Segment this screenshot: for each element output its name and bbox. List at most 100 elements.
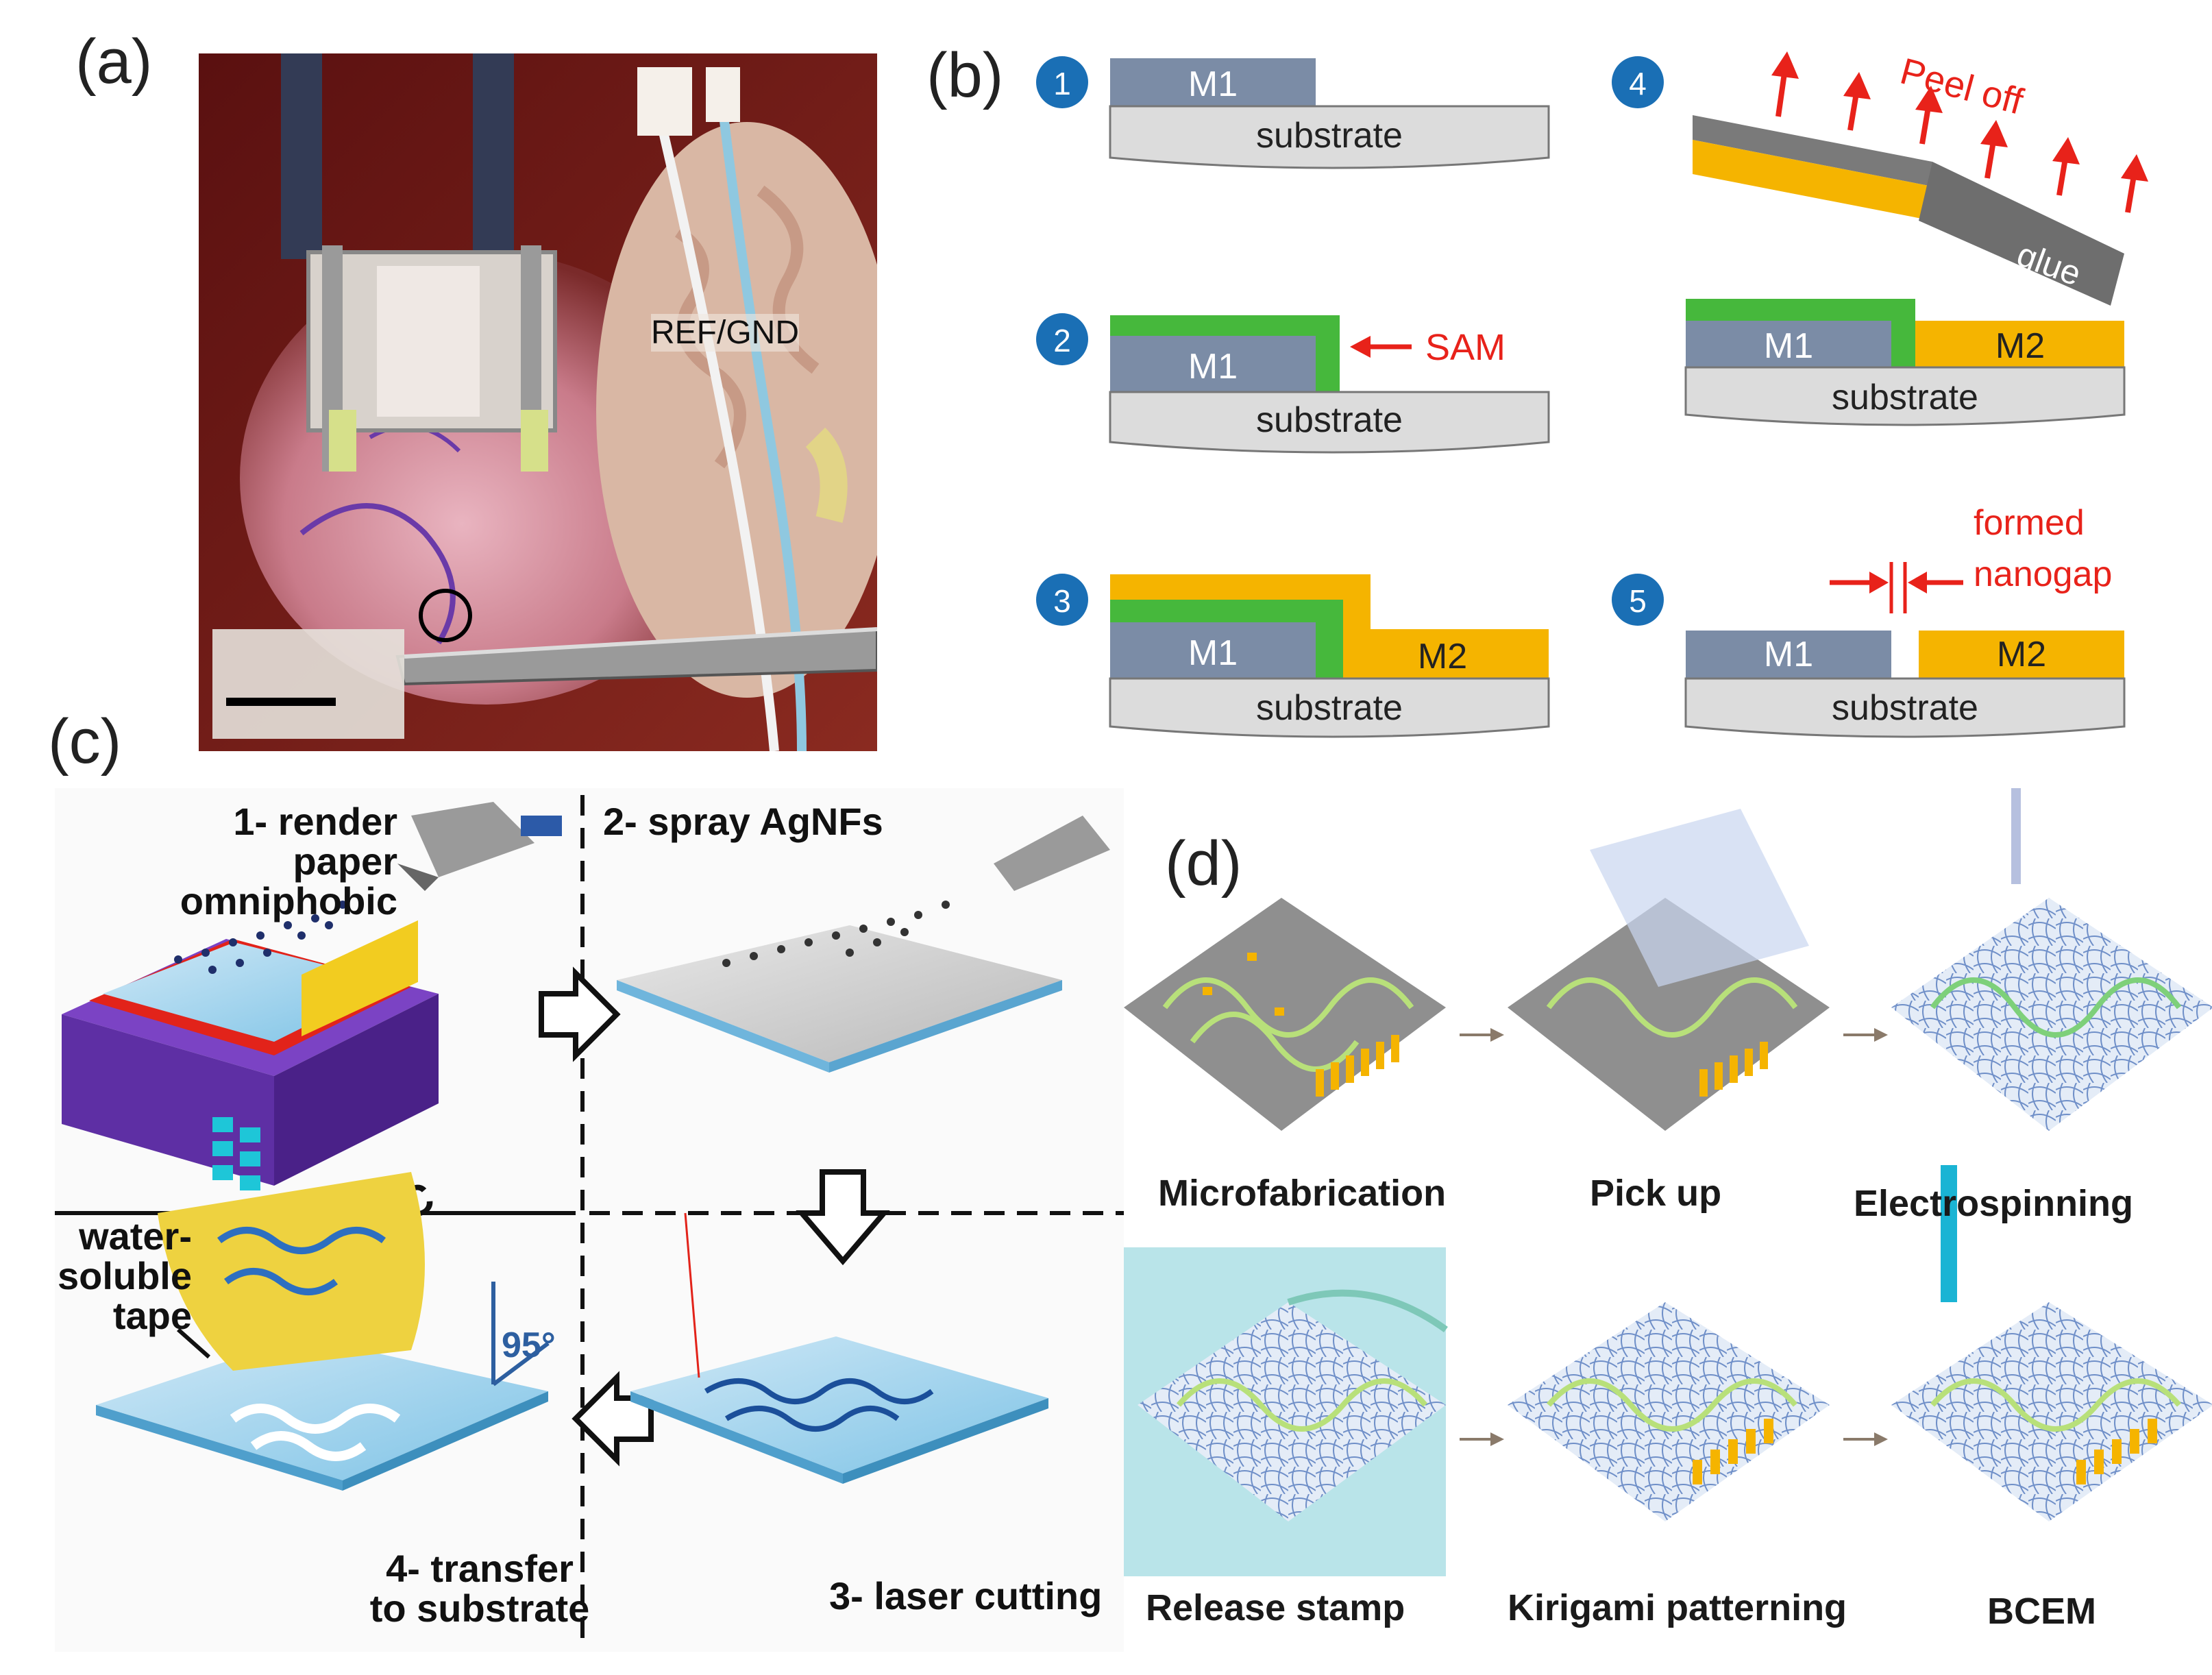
- step-2: 2 M1 substrate SAM: [1036, 313, 1550, 454]
- keypad: [212, 1117, 260, 1190]
- step-3: 3 M1 M2 substrate: [1036, 574, 1550, 738]
- step-5: 5 formed nanogap M1 M2 substrate: [1612, 503, 2126, 738]
- substrate-layer: [1109, 391, 1550, 454]
- label-kirigami-patterning: Kirigami patterning: [1508, 1587, 1847, 1628]
- step-2-number: 2: [1053, 323, 1071, 358]
- sam-label: SAM: [1425, 327, 1506, 368]
- step-4: 4 glue Peel off M1 M2 substrate: [1612, 51, 2148, 426]
- step4-label-line1: 4- transfer: [386, 1547, 574, 1590]
- step-5-badge: [1612, 574, 1664, 626]
- peel-off-label: Peel off: [1896, 51, 2028, 123]
- diamond-pickup: [1508, 809, 1830, 1131]
- panel-a-letter: (a): [75, 27, 153, 97]
- step-5-number: 5: [1629, 583, 1647, 619]
- m1-label: M1: [1188, 633, 1238, 673]
- step4-label: 4- transfer to substrate: [356, 1549, 603, 1628]
- panel-c-letter: (c): [48, 707, 122, 777]
- panel-b-letter: (b): [926, 40, 1004, 110]
- substrate-label: substrate: [1832, 378, 1978, 417]
- panel-b-diagram: 1 M1 substrate 2 M1 substrate SAM 3 M1 M…: [1036, 51, 2148, 738]
- panel-c-diagram: 120°C: [55, 788, 1124, 1652]
- surgical-photo: REF/GND: [199, 53, 877, 751]
- glue-top-layer: [1693, 115, 1932, 186]
- step1-label-line2: omniphobic: [180, 879, 397, 922]
- diamond-kirigami: [1508, 1165, 1957, 1521]
- tape-pointer: [177, 1328, 210, 1359]
- angle-line-slope: [492, 1341, 550, 1386]
- m2-label: M2: [1418, 637, 1467, 676]
- label-release-stamp: Release stamp: [1146, 1587, 1405, 1628]
- glue-layer: [1919, 162, 2124, 306]
- diamond-release-stamp: [1138, 1289, 1448, 1521]
- diamond-electrospinning: [1891, 788, 2212, 1131]
- step-4-number: 4: [1629, 66, 1647, 101]
- substrate-label: substrate: [1256, 116, 1403, 156]
- sam-arrowhead: [1350, 336, 1371, 358]
- m1-layer: [1110, 58, 1316, 106]
- step-3-badge: [1036, 574, 1088, 626]
- peeled-m2-layer: [1693, 140, 1932, 221]
- m1-label: M1: [1764, 635, 1813, 674]
- m1-layer: [1110, 622, 1316, 678]
- step-3-number: 3: [1053, 583, 1071, 619]
- water-soluble-tape: [158, 1172, 425, 1371]
- m1-label: M1: [1188, 64, 1238, 104]
- ref-gnd-label: REF/GND: [651, 314, 799, 352]
- substrate-label: substrate: [1256, 688, 1403, 728]
- arrow-right: [539, 966, 621, 1062]
- tape-label-line2: soluble: [57, 1254, 192, 1297]
- m1-layer: [1686, 321, 1891, 367]
- sam-layer: [1110, 315, 1340, 392]
- tape-label: water- soluble tape: [55, 1216, 192, 1336]
- m1-layer: [1686, 631, 1891, 678]
- panel-d-diagram: [1124, 788, 2212, 1576]
- step2-paper: [617, 816, 1110, 1073]
- spinning-nozzle: [2011, 788, 2021, 884]
- tape-label-line1: water-: [79, 1214, 192, 1258]
- formed-label: formed: [1974, 503, 2085, 543]
- panel-d-letter: (d): [1165, 829, 1242, 898]
- substrate-label: substrate: [1256, 400, 1403, 440]
- nanogap-label: nanogap: [1974, 554, 2112, 594]
- laser-beam: [684, 1212, 700, 1378]
- m2-label: M2: [1997, 635, 2046, 674]
- substrate-layer: [1109, 105, 1550, 169]
- surgical-photo-illustration: [199, 53, 877, 751]
- temperature-display: [302, 920, 418, 1037]
- tape-label-line3: tape: [112, 1294, 192, 1337]
- diamond-microfabrication: [1124, 898, 1446, 1131]
- angle-label: 95°: [502, 1325, 556, 1365]
- gap-arrowhead-left: [1869, 572, 1889, 594]
- substrate-layer: [1109, 677, 1550, 738]
- sam-layer: [1110, 600, 1343, 678]
- step1-label-line1: 1- render paper: [233, 800, 397, 883]
- step-1-number: 1: [1053, 66, 1071, 101]
- label-electrospinning: Electrospinning: [1854, 1183, 2134, 1224]
- m2-layer: [1915, 321, 2124, 367]
- step3-paper: [630, 1212, 1048, 1484]
- arrow-down: [796, 1169, 890, 1266]
- spray-gun-1: [174, 802, 562, 974]
- laser-head: [1941, 1165, 1957, 1302]
- label-pick-up: Pick up: [1590, 1173, 1722, 1214]
- gap-arrowhead-right: [1908, 572, 1927, 594]
- substrate-label: substrate: [1832, 688, 1978, 728]
- substrate-layer: [1684, 366, 2126, 426]
- sam-layer: [1686, 299, 1915, 367]
- step-2-badge: [1036, 313, 1088, 365]
- m1-label: M1: [1764, 326, 1813, 366]
- step-4-badge: [1612, 56, 1664, 108]
- m1-layer: [1110, 336, 1316, 392]
- step3-label: 3- laser cutting: [829, 1574, 1103, 1617]
- diamond-bcem: [1891, 1302, 2212, 1521]
- step1-label: 1- render paper omniphobic: [123, 802, 397, 921]
- step4-label-line2: to substrate: [369, 1587, 590, 1630]
- step4-paper: 95°: [96, 1172, 556, 1491]
- hotplate: 120°C: [62, 920, 441, 1269]
- m2-layer: [1919, 631, 2124, 678]
- m2-label: M2: [1995, 326, 2045, 366]
- peel-arrows: [1771, 51, 2148, 213]
- step-1: 1 M1 substrate: [1036, 56, 1550, 169]
- step2-label: 2- spray AgNFs: [603, 800, 883, 843]
- step-1-badge: [1036, 56, 1088, 108]
